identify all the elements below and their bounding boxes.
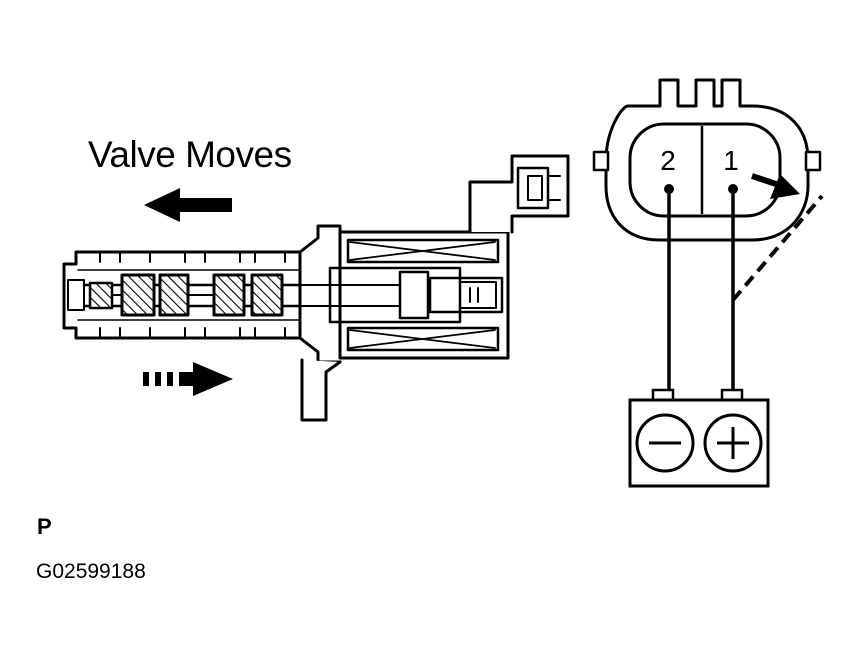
pin-direction-arrow-icon [751,173,800,199]
positive-terminal-icon [717,427,749,459]
dashed-arrow-right-icon [143,362,233,396]
dashed-lead [731,194,824,302]
connector-front-view [592,78,822,242]
figure-marker: P [37,514,52,539]
pin-label-1: 1 [723,145,739,176]
diagram-title: Valve Moves [88,134,292,175]
oil-control-valve [62,154,570,422]
figure-code: G02599188 [36,560,146,583]
pin-label-2: 2 [660,145,676,176]
battery-leads [667,189,824,392]
battery [628,388,770,488]
solid-arrow-left-icon [144,188,232,222]
